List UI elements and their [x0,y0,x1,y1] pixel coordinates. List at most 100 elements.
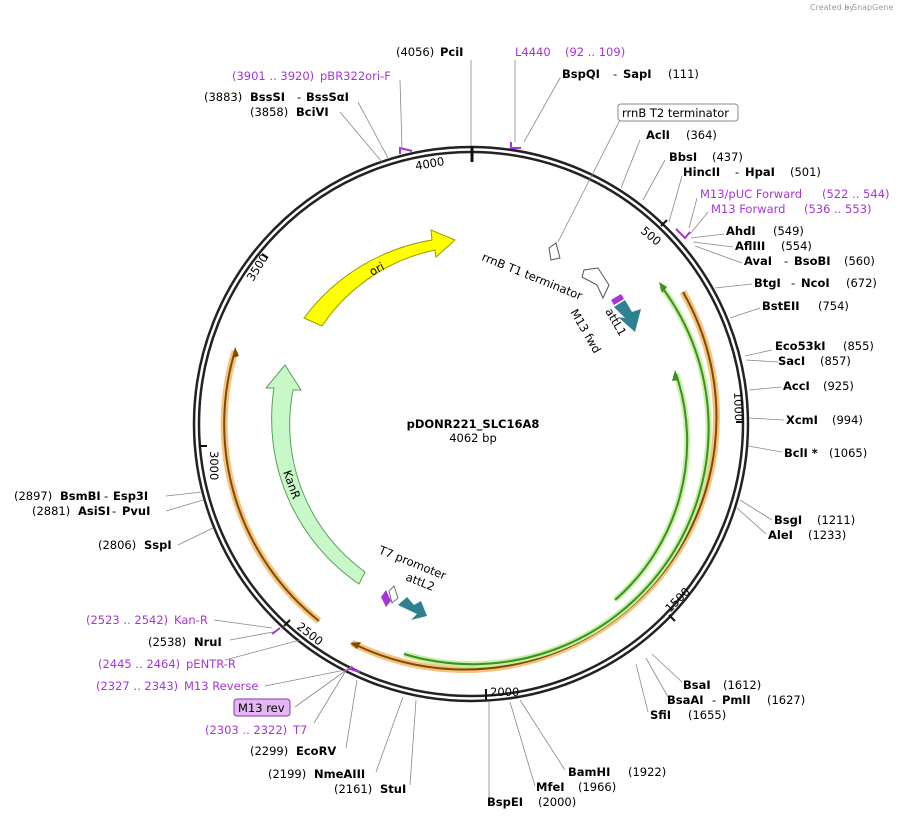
enzyme-alei-pos: (1233) [808,528,846,542]
enzyme-bbsi[interactable]: BbsI [669,150,697,164]
enzyme-stui[interactable]: StuI [380,782,406,796]
enzyme-ahdi[interactable]: AhdI [726,224,756,238]
enzyme-bsssi-sep: - [297,90,301,104]
enzyme-pcii[interactable]: PciI [440,45,463,59]
rrnb-t2-feature [548,242,561,261]
ori-label: ori [367,259,387,278]
credit-prefix: Created by [810,3,854,12]
tick-3500 [261,253,269,259]
primer-m13-puc[interactable]: M13/pUC Forward [700,187,802,201]
enzyme-bsteii[interactable]: BstEII [762,299,800,313]
primer-pentr-r[interactable]: pENTR-R [186,657,236,671]
tick-label-1000: 1000 [731,392,746,422]
orf-highlight-left [220,349,322,624]
enzyme-nrui[interactable]: NruI [194,635,222,649]
enzyme-bsaai[interactable]: BsaAI [667,693,704,707]
enzyme-bcivi[interactable]: BciVI [296,105,329,119]
orf-highlight-green-outer [403,284,712,668]
kan-r-mark [271,627,281,635]
enzyme-sspi[interactable]: SspI [144,538,172,552]
enzyme-pvui[interactable]: PvuI [122,504,150,518]
tick-1500 [668,614,676,622]
enzyme-ecorv[interactable]: EcoRV [296,744,336,758]
primer-pentr-r-range: (2445 .. 2464) [98,657,180,671]
t7-promoter-feature [381,590,391,607]
enzyme-nmeaiii[interactable]: NmeAIII [314,767,365,781]
m13-rev-box [233,698,291,717]
enzyme-bsai[interactable]: BsaI [683,678,711,692]
t7-promoter-outline [388,585,399,604]
orf-highlight-right [350,290,720,673]
orf-arc-left [223,350,320,622]
enzyme-hincii[interactable]: HincII [683,165,720,179]
enzyme-btgi[interactable]: BtgI [754,276,781,290]
enzyme-nmeaiii-pos: (2199) [268,767,306,781]
rrnb-t2-box [617,103,739,122]
kanr-feature [264,364,366,585]
enzyme-sapi[interactable]: SapI [623,67,652,81]
enzyme-saci-pos: (857) [820,354,851,368]
enzyme-afliii-pos: (554) [781,239,812,253]
enzyme-hincii-pos: (501) [790,165,821,179]
orf-arrowhead-green-inner [672,370,679,381]
enzyme-bsmbi[interactable]: BsmBI [60,489,101,503]
enzyme-ahdi-pos: (549) [773,224,804,238]
rrnb-t2-label[interactable]: rrnB T2 terminator [622,106,729,120]
enzyme-sspi-pos: (2806) [98,538,136,552]
enzyme-avai-sep: - [784,254,788,268]
enzyme-asisi[interactable]: AsiSI [78,504,110,518]
enzyme-bsaai-pos: (1627) [767,693,805,707]
enzyme-bspqi[interactable]: BspQI [562,67,600,81]
enzyme-avai-pos: (560) [844,254,875,268]
m13-puc-mark [675,228,691,240]
primer-m13-reverse[interactable]: M13 Reverse [184,679,258,693]
m13-fwd-label: M13 fwd [567,307,604,356]
enzyme-bsssi-pos: (3883) [204,90,242,104]
enzyme-xcmi[interactable]: XcmI [786,413,818,427]
enzyme-alei[interactable]: AleI [768,528,793,542]
enzyme-sfii[interactable]: SfiI [650,708,671,722]
enzyme-bsmbi-pos: (2897) [14,489,52,503]
primer-t7[interactable]: T7 [292,723,307,737]
enzyme-bsssai[interactable]: BssSαI [306,90,349,104]
primer-m13-puc-range: (522 .. 544) [822,187,890,201]
enzyme-bspei[interactable]: BspEI [487,795,523,809]
enzyme-saci[interactable]: SacI [778,354,805,368]
attl2-feature [398,597,427,620]
enzyme-bsssi[interactable]: BssSI [250,90,285,104]
enzyme-ncoi[interactable]: NcoI [801,276,830,290]
orf-arrowhead-green-outer [659,282,667,293]
enzyme-nrui-pos: (2538) [148,635,186,649]
credit-brand: SnapGene [852,3,893,12]
enzyme-hpai[interactable]: HpaI [745,165,775,179]
enzyme-acci[interactable]: AccI [783,379,810,393]
enzyme-eco53ki[interactable]: Eco53kI [775,339,826,353]
enzyme-esp3i[interactable]: Esp3I [113,489,148,503]
primer-m13-reverse-range: (2327 .. 2343) [96,679,178,693]
enzyme-bcli[interactable]: BclI * [784,446,818,460]
enzyme-ecorv-pos: (2299) [250,744,288,758]
enzyme-bbsi-pos: (437) [712,150,743,164]
enzyme-bsobi[interactable]: BsoBI [794,254,831,268]
enzyme-mfei[interactable]: MfeI [536,780,565,794]
plasmid-size: 4062 bp [449,431,497,445]
enzyme-afliii[interactable]: AflIII [735,239,765,253]
enzyme-avai[interactable]: AvaI [744,254,772,268]
orf-arc-green-inner [614,373,689,601]
primer-pbr322ori[interactable]: pBR322ori-F [320,69,391,83]
primer-l4440[interactable]: L4440 [515,45,551,59]
orf-arc-right [351,291,718,671]
enzyme-bsgi[interactable]: BsgI [774,513,802,527]
primer-m13-forward[interactable]: M13 Forward [711,202,785,216]
enzyme-acli[interactable]: AclI [646,128,670,142]
tick-500 [660,219,668,227]
enzyme-bsgi-pos: (1211) [817,513,855,527]
enzyme-btgi-sep: - [791,276,795,290]
tick-label-3000: 3000 [207,451,221,480]
enzyme-pmli[interactable]: PmlI [722,693,751,707]
primer-kan-r[interactable]: Kan-R [174,613,208,627]
enzyme-acci-pos: (925) [823,379,854,393]
enzyme-bamhi[interactable]: BamHI [568,765,610,779]
m13-rev-label[interactable]: M13 rev [238,701,285,715]
